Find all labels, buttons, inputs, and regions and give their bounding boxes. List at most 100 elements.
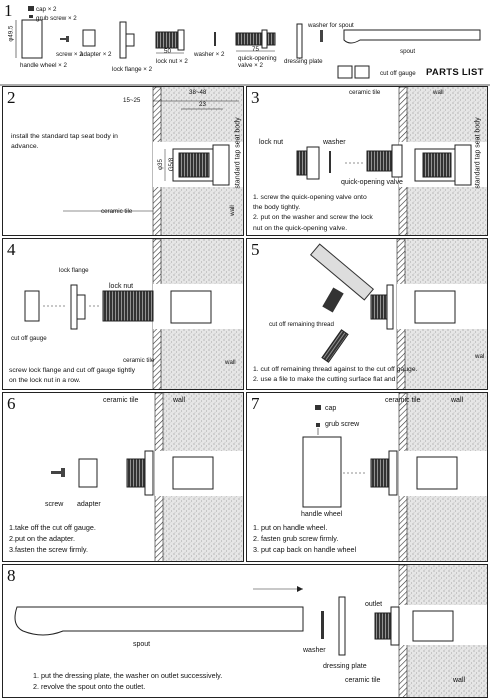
file-icon [321,329,349,363]
step-2-dim-left: 15~25 [123,97,141,104]
step-8-line-2: 2. revolve the spout onto the outlet. [33,681,146,691]
step-3-line-4: nut on the quick-opening valve. [253,224,348,232]
step-4-cut-off-gauge-label: cut off gauge [11,335,47,342]
step-6-line-3: 3.fasten the screw firmly. [9,544,88,554]
step-7-ceramic-tile-label: ceramic tile [385,397,421,404]
step-5-cut-thread-label: cut off remaining thread [269,321,334,328]
part-washer-label: washer × 2 [194,51,225,58]
part-dressing-plate-label: dressing plate [284,58,323,65]
part-dim-75: 75 [252,46,259,53]
step-3-ceramic-tile-label: ceramic tile [349,89,381,96]
step-6-ceramic-tile-label: ceramic tile [103,397,139,404]
step-8-instructions: 1. put the dressing plate, the washer on… [33,671,222,693]
step-7-cap-label: cap [325,405,337,412]
step-4-number: 4 [7,240,16,259]
step-4-instructions: screw lock flange and cut off gauge tigh… [9,366,135,386]
step-7-instructions: 1. put on handle wheel. 2. fasten grub s… [253,523,356,555]
step-6-screw-label: screw [45,501,64,508]
step-3-lock-nut-label: lock nut [259,139,284,146]
step-6-instructions: 1.take off the cut off gauge. 2.put on t… [9,523,96,555]
step-3-body-label: standard tap seat body [474,117,482,189]
step-8-spout-label: spout [133,641,151,648]
step-8-dressing-plate-label: dressing plate [323,663,367,670]
spout-icon [14,606,304,636]
step-4-wall-label: wall [225,359,236,366]
step-2-panel: 2 install the standard tap seat body in … [2,86,244,236]
step-2-dim-23: 23 [199,101,206,108]
part-cut-off-gauge-label: cut off gauge [380,70,416,77]
part-dim-50: 50 [164,48,171,55]
step-4-panel: 4 lock flange lock nut cut off gauge cer… [2,238,244,390]
part-dim-phi495: φ49.5 [7,25,15,42]
step-8-line-1: 1. put the dressing plate, the washer on… [33,671,223,680]
step-6-line-2: 2.put on the adapter. [9,533,75,543]
step-2-number: 2 [7,88,16,107]
part-lock-nut-label: lock nut × 2 [156,58,188,65]
step-4-line-1: screw lock flange and cut off gauge tigh… [9,367,136,374]
step-2-dim-g58: G5/8 [168,157,176,172]
part-handle-wheel-label: handle wheel × 2 [20,62,67,69]
step-5-instructions: 1. cut off remaining thread against to t… [253,365,418,385]
step-5-line-1: 1. cut off remaining thread against to t… [253,366,418,373]
step-3-number: 3 [251,88,260,107]
valve-icon [235,32,263,46]
step-7-number: 7 [251,394,260,413]
step-6-panel: 6 ceramic tile wall screw adapter 1.take… [2,392,244,562]
part-spout-label: spout [400,48,416,55]
handle-wheel-icon [21,19,43,59]
step-8-number: 8 [7,566,16,585]
step-6-adapter-label: adapter [77,501,101,508]
step-8-panel: 8 outlet spout washer dressing plate cer… [2,564,488,698]
step-6-wall-label: wall [173,397,186,404]
step-2-instruction: install the standard tap seat body in ad… [11,133,118,151]
lock-nut-icon [155,31,179,49]
step-6-line-1: 1.take off the cut off gauge. [9,523,96,532]
step-7-line-1: 1. put on handle wheel. [253,523,328,532]
adapter-icon [82,29,96,47]
part-washer-spout-label: washer for spout [308,22,354,29]
step-5-line-2: 2. use a file to make the cutting surfac… [253,376,396,384]
step-4-line-2: on the lock nut in a row. [9,377,81,385]
step-8-washer-label: washer [303,647,326,654]
step-3-line-3: 2. put on the washer and screw the lock [253,214,373,222]
part-adapter-label: adapter × 2 [80,51,112,58]
grub-screw-icon [29,15,33,18]
parts-list-title: PARTS LIST [426,67,484,78]
spout-icon [343,29,481,44]
saw-icon [309,243,375,301]
step-6-number: 6 [7,394,16,413]
step-3-wall-label: wall [433,89,444,96]
step-7-line-2: 2. fasten grub screw firmly. [253,533,339,543]
step-2-dim-38-48: 38~48 [189,89,207,96]
step-3-washer-label: washer [323,139,346,146]
step-7-panel: 7 cap grub screw ceramic tile wall handl… [246,392,488,562]
part-valve-label: quick-opening valve × 2 [238,55,277,70]
cut-off-gauge-icon [337,65,353,79]
parts-list: 1 cap × 2 grub screw × 2 handle wheel × … [0,0,490,86]
step-8-outlet-label: outlet [365,601,383,608]
step-7-handle-wheel-label: handle wheel [301,511,343,518]
step-5-number: 5 [251,240,260,259]
step-2-wall-label: wall [228,205,236,216]
spout-washer-icon [320,30,323,42]
step-8-ceramic-tile-label: ceramic tile [345,677,381,684]
cap-icon [28,6,34,11]
washer-icon [214,32,216,46]
step-4-ceramic-tile-label: ceramic tile [123,357,155,364]
lock-flange-icon [119,21,127,59]
part-cap-label: cap × 2 [36,6,57,13]
parts-list-drawing [0,6,490,86]
step-2-dim-phi35: φ35 [156,159,164,171]
step-4-lock-nut-label: lock nut [109,283,134,290]
step-2-body-label: standard tap seat body [234,117,242,189]
step-3-line-1: 1. screw the quick-opening valve onto [253,194,367,201]
step-2-ceramic-tile-label: ceramic tile [101,208,133,215]
step-4-lock-flange-label: lock flange [59,267,89,274]
step-7-wall-label: wall [451,397,464,404]
step-7-line-3: 3. put cap back on handle wheel [253,544,357,554]
step-3-valve-label: quick-opening valve [341,179,403,186]
step-3-line-2: the body tightly. [253,204,301,212]
step-3-panel: 3 ceramic tile wall lock nut washer quic… [246,86,488,236]
screw-icon [60,36,69,42]
part-lock-flange-label: lock flange × 2 [112,66,153,73]
